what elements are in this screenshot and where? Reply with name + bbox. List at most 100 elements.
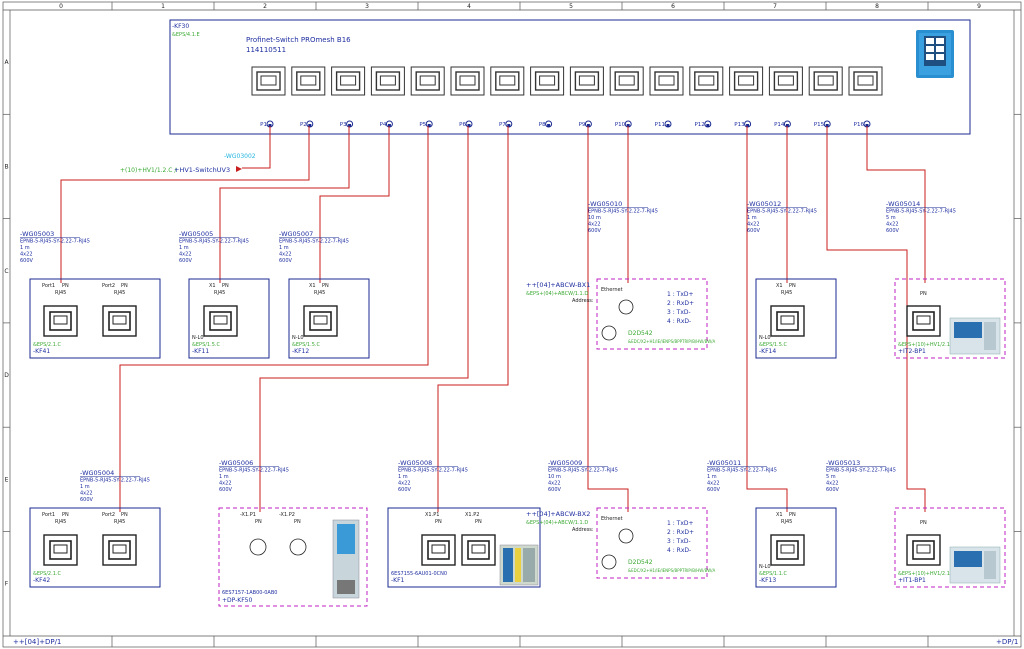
- kf1-port2-label: X1.P2: [465, 512, 479, 518]
- wire-p9: [587, 126, 629, 512]
- bx1-location: &EPS+(04)+ABCW/1.1.D: [526, 291, 588, 297]
- im155-module-image: [499, 544, 539, 586]
- rj45-port-icon: [43, 305, 78, 337]
- device-kf11[interactable]: X1 PN RJ45 N-L0 &EPS/1.5.C -KF11: [188, 278, 270, 359]
- switch-port-icon[interactable]: [291, 66, 326, 96]
- kf12-location: &EPS/1.5.C: [292, 342, 320, 348]
- kf42-port2-pn: PN: [121, 512, 128, 518]
- cable-len: 1 m: [707, 474, 717, 480]
- port-label: P12: [694, 122, 704, 128]
- device-kf1[interactable]: X1.P1 PN X1.P2 PN 6ES7155-6AU01-0CN0 -KF…: [387, 507, 541, 588]
- port-label: P16: [854, 122, 865, 128]
- cable-type: EPNB-5-RJ45-SY-2.22-7-RJ45: [886, 209, 956, 215]
- switch-port-icon[interactable]: [768, 66, 803, 96]
- port-label: P1: [260, 122, 267, 128]
- m12-connector-icon: [618, 528, 634, 544]
- switch-port-icon[interactable]: [370, 66, 405, 96]
- switch-port-icon[interactable]: [331, 66, 366, 96]
- device-kf41[interactable]: Port1 PN RJ45 Port2 PN RJ45 &EPS/2.1.C -…: [29, 278, 161, 359]
- wire-p1: [242, 126, 271, 169]
- row-label: E: [5, 476, 9, 483]
- kf13-rj: RJ45: [781, 519, 792, 525]
- kf50-port2-label: -X1.P2: [279, 512, 295, 518]
- switch-port-icon[interactable]: [729, 66, 764, 96]
- cable-type: EPNB-5-RJ45-SY-2.22-7-RJ45: [20, 239, 90, 245]
- switch-port-icon[interactable]: [848, 66, 883, 96]
- column-label: 5: [569, 3, 573, 10]
- switch-port-icon[interactable]: [410, 66, 445, 96]
- switch-port-icon[interactable]: [689, 66, 724, 96]
- row-label: B: [4, 163, 8, 170]
- device-kf14[interactable]: X1 PN RJ45 N-L0 &EPS/1.5.C -KF14: [755, 278, 837, 359]
- port-connector-pin: [547, 124, 551, 127]
- device-bx2[interactable]: ++[04]+ABCW-BX2 &EPS+(04)+ABCW/1.1.D Add…: [526, 507, 715, 579]
- cable-volt: 600V: [707, 487, 721, 493]
- port-connector-pin: [785, 124, 789, 127]
- port-connector-pin: [706, 124, 710, 127]
- bx1-code2: &EDC/X2+H1/IE/IENPS/BPPTRIP/B/HW/BW/A: [628, 339, 715, 344]
- rj45-port-icon: [770, 305, 805, 337]
- switch-port-icon[interactable]: [569, 66, 604, 96]
- bx1-code: D2D542: [628, 330, 653, 337]
- device-kf13[interactable]: X1 PN RJ45 N-L0 &EPS/1.1.C -KF13: [755, 507, 837, 588]
- cable-volt: 600V: [279, 258, 293, 264]
- bx2-address: Address:: [572, 527, 594, 533]
- port-connector-pin: [865, 124, 869, 127]
- port-label: P10: [615, 122, 626, 128]
- switch-port-icon[interactable]: [450, 66, 485, 96]
- bx1-pin4: 4 : RxD-: [667, 318, 691, 325]
- m12-connector-icon: [249, 538, 267, 556]
- relay-device-image: [949, 546, 1001, 584]
- port-connector-pin: [348, 124, 352, 127]
- switch-port-icon[interactable]: [251, 66, 286, 96]
- cable-len: 1 m: [80, 484, 90, 490]
- ref-prefix: +(10)+HV1/1.2.C /: [120, 167, 177, 174]
- switch-port-icon[interactable]: [530, 66, 565, 96]
- port-label: P5: [419, 122, 426, 128]
- device-it2[interactable]: PN &EPS+(10)+HV1/2.1 +IT2-BP1: [894, 278, 1006, 359]
- cable-type: EPNB-5-RJ45-SY-2.22-7-RJ45: [588, 209, 658, 215]
- port-label: P6: [459, 122, 466, 128]
- kf14-pn: PN: [789, 283, 796, 289]
- port-connector-pin: [467, 124, 471, 127]
- switch-port-icon[interactable]: [649, 66, 684, 96]
- kf42-location: &EPS/2.1.C: [33, 571, 61, 577]
- port-connector-pin: [666, 124, 670, 127]
- device-kf50[interactable]: -X1.P1 PN -X1.P2 PN 6ES7157-1AB00-0AB0 +…: [218, 507, 368, 607]
- switch-port-icon[interactable]: [808, 66, 843, 96]
- footer-right: +DP/1: [996, 638, 1018, 646]
- cable-size: 4x22: [588, 222, 601, 228]
- column-label: 4: [467, 3, 471, 10]
- device-kf12[interactable]: X1 PN RJ45 N-L0 &EPS/1.5.C -KF12: [288, 278, 370, 359]
- column-label: 9: [977, 3, 981, 10]
- kf12-x1: X1: [309, 283, 316, 289]
- device-bx1[interactable]: ++[04]+ABCW-BX1 &EPS+(04)+ABCW/1.1.D Add…: [526, 278, 715, 350]
- switch-port-icon[interactable]: [490, 66, 525, 96]
- column-label: 8: [875, 3, 879, 10]
- switch-port-icon[interactable]: [609, 66, 644, 96]
- cable-name: -WG05010: [588, 200, 622, 208]
- column-label: 6: [671, 3, 675, 10]
- wire-p3: [219, 126, 350, 283]
- bx1-pin1: 1 : TxD+: [667, 291, 694, 298]
- kf42-port2-label: Port2: [102, 512, 115, 518]
- kf41-location: &EPS/2.1.C: [33, 342, 61, 348]
- device-it1[interactable]: PN &EPS+(10)+HV1/2.1 +IT1-BP1: [894, 507, 1006, 588]
- profinet-switch[interactable]: -KF30 &EPS/4.1.E Profinet-Switch PROmesh…: [169, 19, 971, 135]
- device-kf42[interactable]: Port1 PN RJ45 Port2 PN RJ45 &EPS/2.1.C -…: [29, 507, 161, 588]
- kf12-nl: N-L0: [292, 335, 304, 341]
- column-label: 7: [773, 3, 777, 10]
- bx2-ethernet: Ethernet: [601, 516, 623, 522]
- bx2-location: &EPS+(04)+ABCW/1.1.D: [526, 520, 588, 526]
- cable-len: 1 m: [398, 474, 408, 480]
- cable-size: 4x22: [20, 252, 33, 258]
- ref-destination: +HV1-SwitchUV3: [174, 166, 230, 174]
- kf12-tag: -KF12: [292, 348, 309, 355]
- bx2-code2: &EDC/X2+H1/IE/IENPS/BPPTRIP/B/HW/BW/A: [628, 568, 715, 573]
- cable-type: EPNB-5-RJ45-SY-2.22-7-RJ45: [747, 209, 817, 215]
- bx1-pin3: 3 : TxD-: [667, 309, 691, 316]
